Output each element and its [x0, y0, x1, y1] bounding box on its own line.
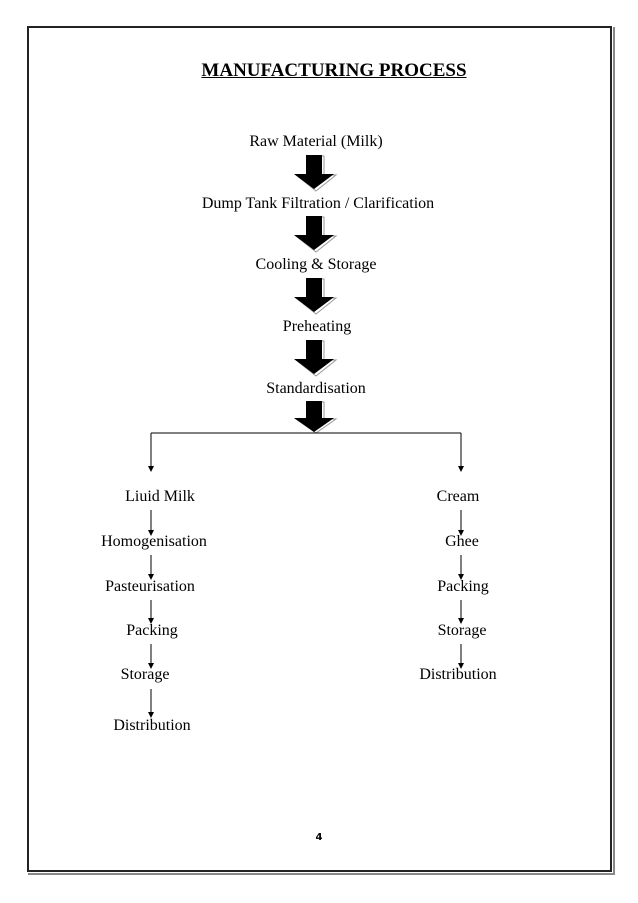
arrow-head [148, 663, 154, 669]
left-step-liquid-milk: Liuid Milk [125, 488, 195, 505]
left-step-packing: Packing [126, 622, 178, 639]
step-cooling-storage: Cooling & Storage [255, 256, 377, 273]
left-step-homogenisation: Homogenisation [101, 533, 207, 550]
step-dump-tank: Dump Tank Filtration / Clarification [201, 195, 435, 212]
right-step-packing: Packing [437, 578, 489, 595]
arrow-head [148, 712, 154, 718]
arrow-head [148, 574, 154, 580]
down-block-arrow [294, 278, 338, 315]
arrow-head [458, 574, 464, 580]
step-preheating: Preheating [282, 318, 352, 335]
arrow-head [458, 618, 464, 624]
arrow-head [458, 466, 464, 472]
step-standardisation: Standardisation [266, 380, 366, 397]
right-step-storage: Storage [437, 622, 487, 639]
right-step-ghee: Ghee [445, 533, 479, 550]
arrow-head [458, 663, 464, 669]
arrow-head [148, 618, 154, 624]
left-step-storage: Storage [120, 666, 170, 683]
down-block-arrow [294, 216, 338, 253]
left-step-distribution: Distribution [113, 717, 191, 734]
down-block-arrow [294, 340, 338, 377]
right-step-distribution: Distribution [419, 666, 497, 683]
page-number: 4 [315, 832, 323, 843]
right-step-cream: Cream [436, 488, 480, 505]
arrow-head [148, 466, 154, 472]
arrow-head [148, 530, 154, 536]
step-raw-material: Raw Material (Milk) [249, 133, 383, 150]
left-step-pasteurisation: Pasteurisation [105, 578, 195, 595]
down-block-arrow [294, 155, 338, 192]
arrow-head [458, 530, 464, 536]
down-block-arrow [294, 401, 338, 434]
page-title: MANUFACTURING PROCESS [201, 60, 467, 81]
